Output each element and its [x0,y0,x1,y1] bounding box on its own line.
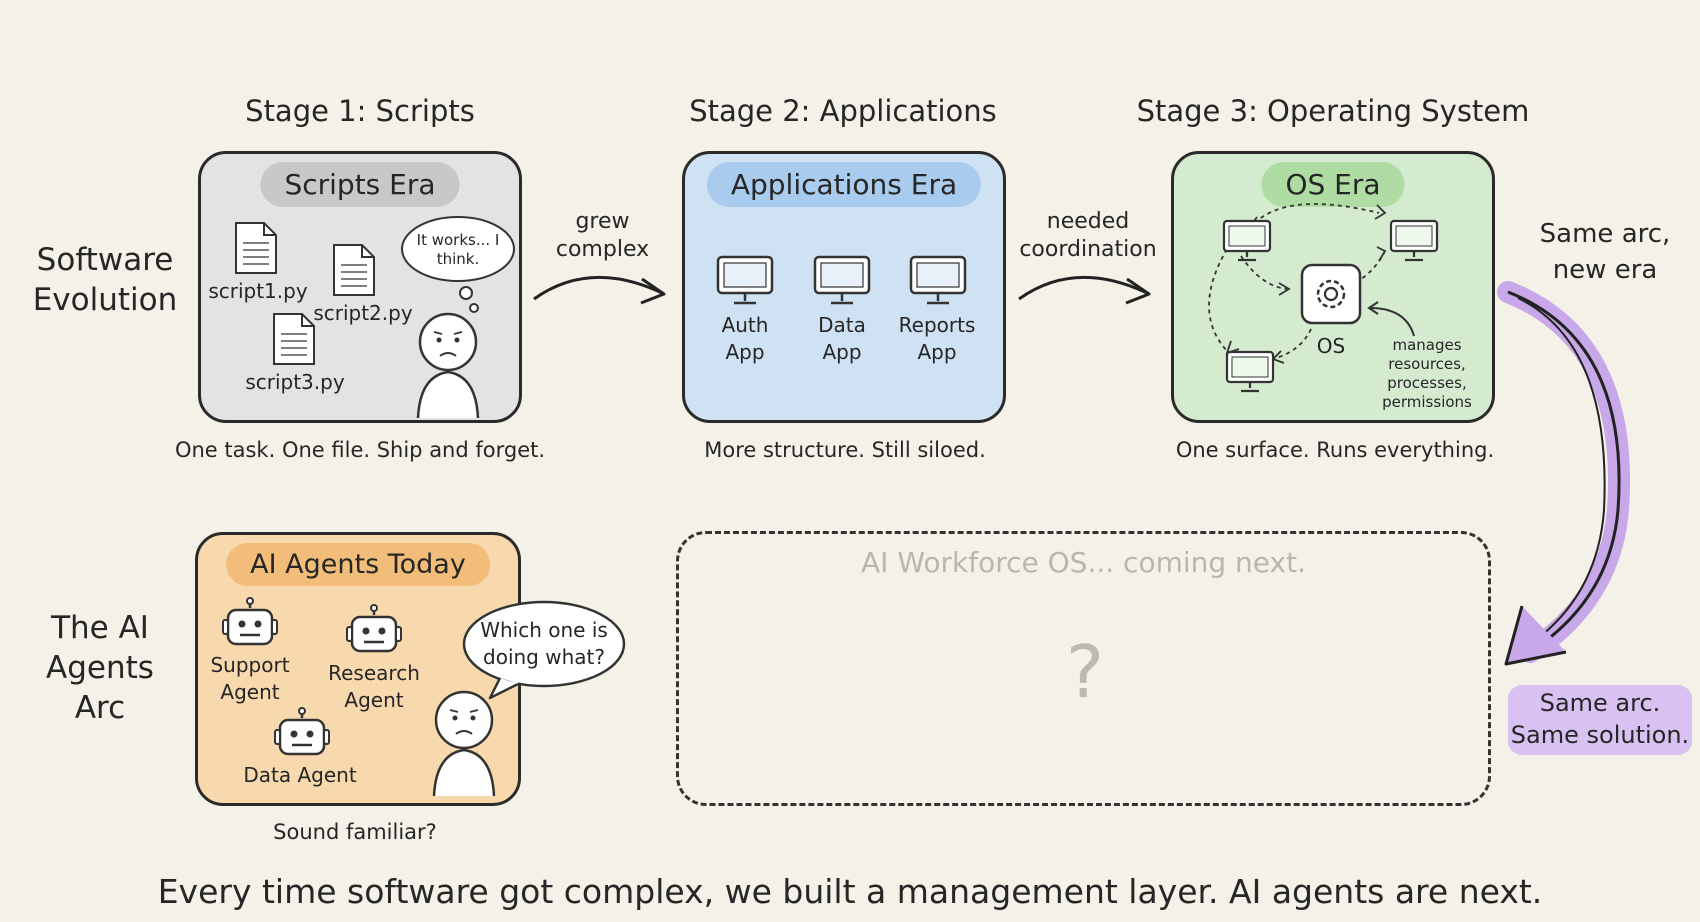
applications-era-pill: Applications Era [706,162,982,207]
grew-complex-label: grew complex [555,209,650,262]
ai-agents-pill: AI Agents Today [226,543,490,586]
file-icon [235,222,277,274]
stage2-title: Stage 2: Applications [689,94,997,128]
footer-tagline: Every time software got complex, we buil… [157,872,1543,911]
scripts-era-pill: Scripts Era [260,162,460,207]
monitor-icon [909,255,967,305]
research-agent-label: Research Agent [328,661,420,712]
robot-icon [274,707,330,756]
speech-text: Which one is doing what? [480,618,608,669]
question-mark-icon: ? [1065,630,1105,714]
arrow-right-icon [533,276,666,305]
file-icon [273,313,315,365]
stage1-title: Stage 1: Scripts [245,94,475,128]
same-solution-line1: Same arc. [1539,689,1661,717]
script2-label: script2.py [313,301,413,325]
person-icon [432,690,496,797]
speech-bubble [462,600,626,700]
software-evolution-label: Software Evolution [32,242,178,318]
script3-label: script3.py [245,370,345,394]
curved-arrow-down-icon [1497,281,1630,666]
script1-label: script1.py [208,279,308,303]
os-era-pill: OS Era [1261,162,1405,207]
future-os-placeholder [676,531,1491,806]
reports-app-label: Reports App [898,313,976,364]
auth-app-label: Auth App [721,313,769,364]
same-arc-new-era-label: Same arc, new era [1539,219,1671,285]
monitor-icon [716,255,774,305]
robot-icon [222,597,278,646]
stage1-caption: One task. One file. Ship and forget. [174,438,546,462]
arrow-right-icon [1018,276,1151,305]
thought-text: It works... I think. [416,231,500,268]
person-icon [416,312,480,419]
ai-agents-arc-label: The AI Agents Arc [46,610,154,726]
ai-agents-card: AI Agents Today [195,532,521,806]
stage2-caption: More structure. Still siloed. [704,438,986,462]
agents-caption: Sound familiar? [273,820,437,844]
os-note: manages resources, processes, permission… [1382,336,1472,411]
thought-bubble [401,216,515,313]
monitor-icon [813,255,871,305]
data-app-label: Data App [818,313,866,364]
same-solution-line2: Same solution. [1510,721,1690,749]
robot-icon [346,604,402,653]
support-agent-label: Support Agent [210,653,290,704]
needed-coordination-label: needed coordination [1019,209,1157,262]
future-title: AI Workforce OS... coming next. [861,546,1306,579]
monitor-icon [1389,219,1439,262]
gear-icon [1300,263,1362,325]
os-label: OS [1316,334,1346,358]
stage3-caption: One surface. Runs everything. [1175,438,1495,462]
pointer-arrow-icon [1367,301,1415,337]
stage3-title: Stage 3: Operating System [1136,94,1530,128]
file-icon [333,244,375,296]
monitor-icon [1222,219,1272,262]
monitor-icon [1225,350,1275,393]
same-solution-badge: Same arc. Same solution. [1508,685,1692,755]
data-agent-label: Data Agent [243,763,357,787]
